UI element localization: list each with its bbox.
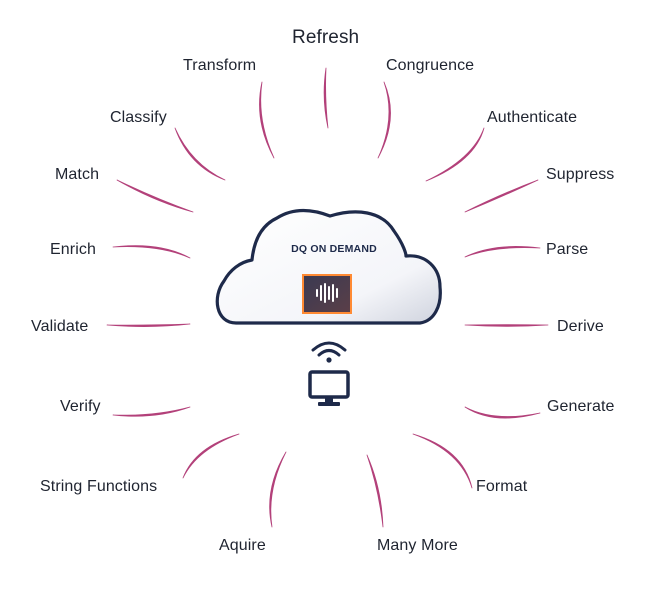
service-label-suppress: Suppress [546,166,615,183]
ray-validate [106,323,191,327]
monitor-icon [308,370,350,406]
logo-box [302,274,352,314]
ray-derive [464,324,549,327]
service-label-derive: Derive [557,318,604,335]
service-label-verify: Verify [60,398,101,415]
service-label-validate: Validate [31,318,89,335]
service-label-string-functions: String Functions [40,478,158,495]
service-label-authenticate: Authenticate [487,109,578,126]
ray-transform [259,81,275,159]
ray-classify [174,127,226,181]
service-label-generate: Generate [547,398,615,415]
service-label-format: Format [476,478,528,495]
ray-parse [464,246,541,258]
ray-refresh [323,67,329,129]
ray-aquire [269,451,287,528]
service-label-transform: Transform [183,57,257,74]
ray-verify [112,406,191,417]
cloud-shape [215,209,442,325]
service-label-enrich: Enrich [50,241,96,258]
service-label-congruence: Congruence [386,57,475,74]
service-label-classify: Classify [110,109,167,126]
ray-congruence [377,81,391,159]
waveform-icon [316,283,338,303]
service-label-refresh: Refresh [292,27,360,48]
service-label-match: Match [55,166,100,183]
ray-string-functions [182,433,240,479]
ray-format [412,433,473,489]
wifi-icon [311,341,347,363]
ray-enrich [112,245,191,259]
service-label-parse: Parse [546,241,589,258]
ray-generate [464,406,541,419]
ray-suppress [464,179,539,213]
ray-match [116,179,194,213]
ray-many-more [366,454,384,528]
service-label-aquire: Aquire [219,537,266,554]
ray-authenticate [425,127,485,182]
service-label-many-more: Many More [377,537,458,554]
brand-label: DQ ON DEMAND [291,243,377,255]
